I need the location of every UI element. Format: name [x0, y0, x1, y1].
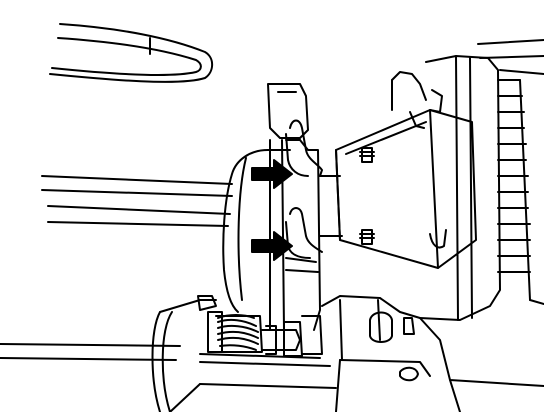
- mounting-block: [319, 89, 477, 269]
- slotted-plate: [267, 83, 323, 331]
- arrow-right-icon: [251, 159, 293, 189]
- upper-rod: [49, 23, 214, 83]
- lower-base: [321, 295, 544, 412]
- ribbed-housing: [391, 39, 544, 321]
- arrow-right-icon: [251, 231, 293, 261]
- arrow-lower: [251, 231, 293, 261]
- spring-assembly: [151, 295, 337, 412]
- arrow-upper: [251, 159, 293, 189]
- horizontal-shafts: [0, 175, 233, 361]
